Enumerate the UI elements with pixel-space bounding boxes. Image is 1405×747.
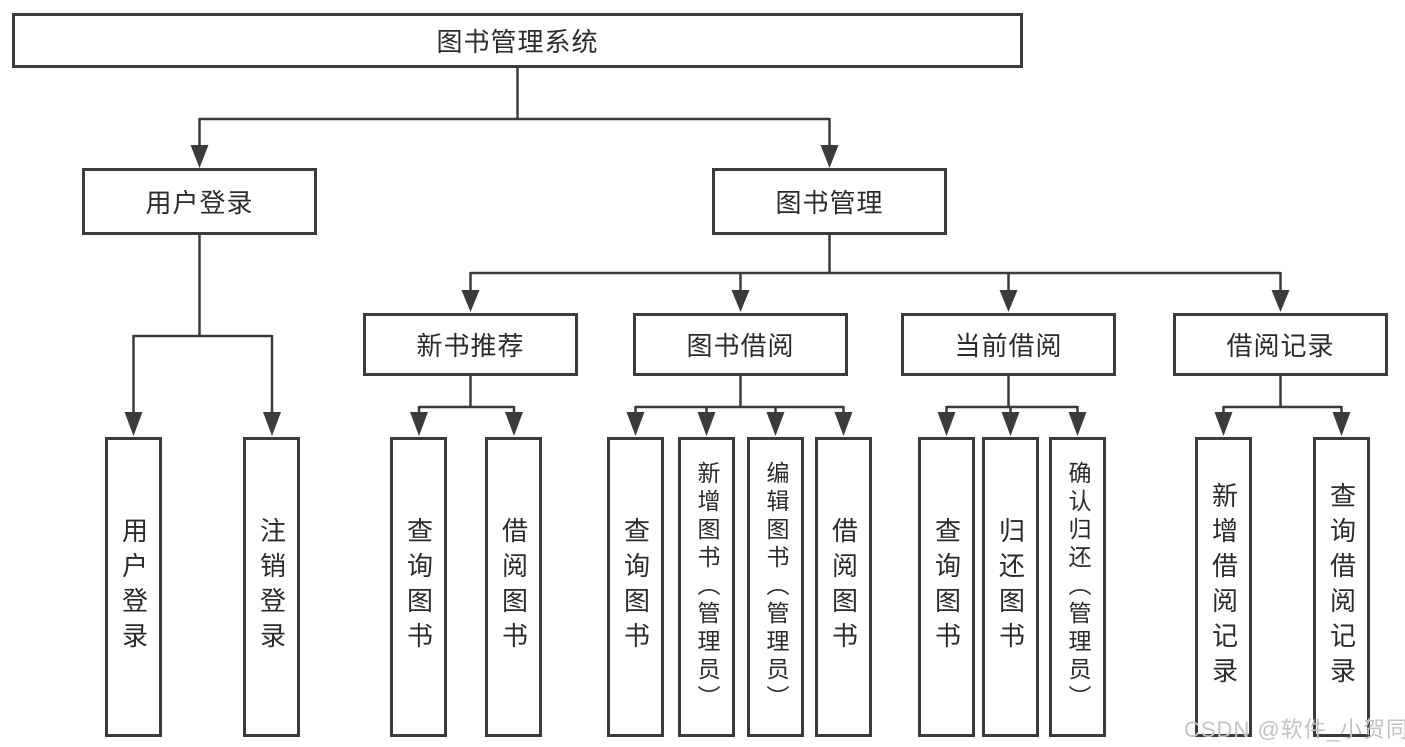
node-current-borrowing: 当前借阅 [901, 313, 1116, 376]
leaf-borrow-books-borrowing: 借阅图书 [815, 437, 872, 737]
leaf-query-books-borrowing: 查询图书 [607, 437, 664, 737]
leaf-query-borrow-record: 查询借阅记录 [1313, 437, 1370, 737]
arrow-down-icon [697, 412, 716, 436]
node-new-book-recommendation: 新书推荐 [363, 313, 578, 376]
arrow-down-icon [1001, 412, 1020, 436]
leaf-add-book-admin: 新增图书（管理员） [678, 437, 735, 737]
leaf-return-book: 归还图书 [982, 437, 1039, 737]
node-library-management-system: 图书管理系统 [12, 13, 1023, 68]
arrow-down-icon [505, 412, 523, 436]
connector-line-path [132, 68, 1343, 414]
arrow-down-icon [626, 412, 645, 436]
leaf-user-login: 用户登录 [105, 437, 162, 737]
leaf-borrow-books-recommend: 借阅图书 [485, 437, 542, 737]
leaf-add-borrow-record: 新增借阅记录 [1195, 437, 1252, 737]
arrow-down-icon [1214, 412, 1233, 436]
arrow-down-icon [766, 412, 785, 436]
leaf-query-books-recommend: 查询图书 [390, 437, 447, 737]
leaf-confirm-return-admin: 确认归还（管理员） [1049, 437, 1106, 737]
arrow-down-icon [820, 145, 839, 168]
leaf-query-books-current: 查询图书 [918, 437, 975, 737]
arrow-down-icon [190, 145, 209, 168]
arrow-down-icon [1332, 412, 1351, 436]
arrow-down-icon [263, 412, 281, 436]
arrow-down-icon [124, 412, 143, 436]
arrow-down-icon [834, 412, 853, 436]
node-borrowing-records: 借阅记录 [1173, 313, 1388, 376]
arrow-down-icon [461, 290, 480, 312]
node-user-login: 用户登录 [82, 168, 317, 235]
node-book-borrowing: 图书借阅 [633, 313, 848, 376]
node-book-management: 图书管理 [712, 168, 947, 235]
arrow-down-icon [1068, 412, 1087, 436]
arrow-down-icon [937, 412, 956, 436]
arrow-down-icon [999, 290, 1018, 312]
arrow-down-icon [731, 290, 750, 312]
arrow-down-icon [1271, 290, 1290, 312]
leaf-edit-book-admin: 编辑图书（管理员） [747, 437, 804, 737]
arrow-down-icon [410, 412, 428, 436]
csdn-watermark: CSDN @软件_小贺同学 [1184, 717, 1405, 742]
leaf-logout: 注销登录 [243, 437, 300, 737]
